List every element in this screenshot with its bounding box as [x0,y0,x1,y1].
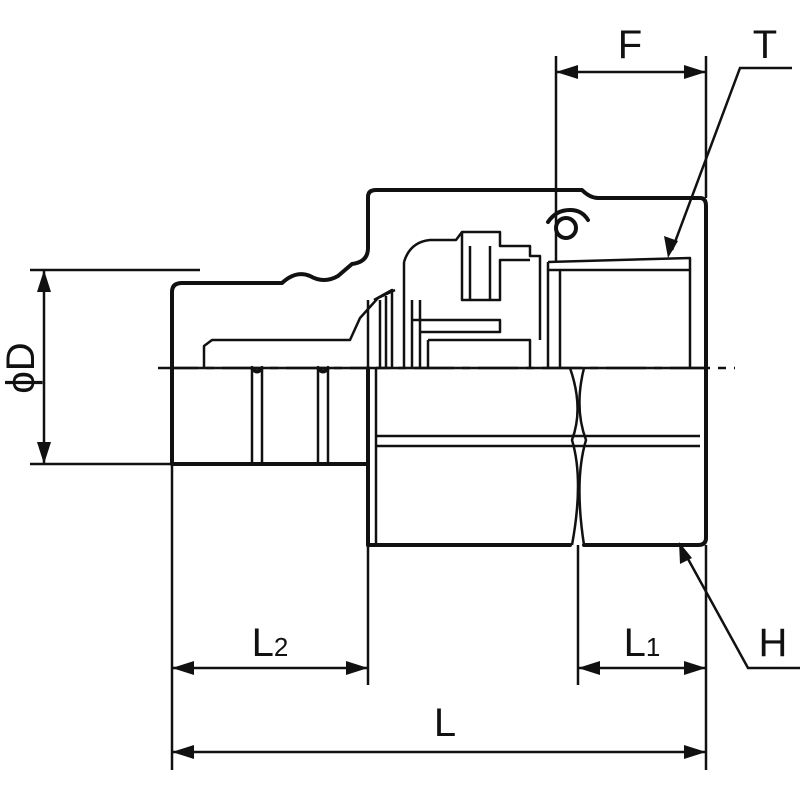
label-l2: L2 [252,621,289,665]
label-phi-d: ϕD [0,342,43,393]
socket-body [366,188,708,547]
label-t: T [753,23,777,67]
dimension-f [554,56,708,198]
lock-ball [554,216,578,240]
internal-mechanism [366,208,590,545]
dimension-l2 [170,464,370,770]
leader-t [664,66,792,258]
label-l: L [434,701,456,745]
dimension-l1 [576,545,708,770]
leader-h [679,542,800,670]
label-f: F [618,23,642,67]
dimension-phi-d [30,268,200,466]
label-l1: L1 [624,621,661,665]
label-h: H [759,621,788,665]
plug-body [170,188,558,466]
dimension-l [172,745,706,759]
